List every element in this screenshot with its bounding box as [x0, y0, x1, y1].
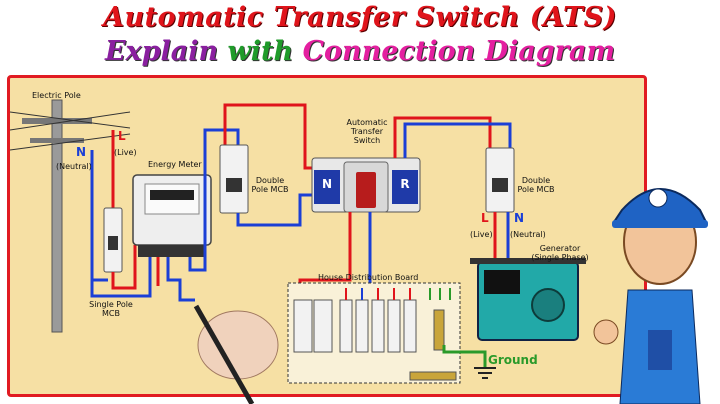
- title-explain: Explain: [104, 36, 219, 67]
- label-ats-n: N: [321, 177, 333, 191]
- double-pole-mcb-left: [219, 144, 249, 214]
- ground-wire: [442, 345, 487, 368]
- title-with: with: [227, 36, 294, 67]
- label-neutral-text: (Neutral): [56, 162, 92, 171]
- label-house-board: House Distribution Board: [318, 273, 419, 282]
- electric-pole-icon: [9, 99, 131, 333]
- label-double-pole-mcb-right: Double Pole MCB: [517, 176, 555, 194]
- generator-icon: [470, 258, 586, 341]
- title-line-1: Automatic Transfer Switch (ATS): [103, 2, 617, 33]
- label-ground: Ground: [488, 353, 538, 367]
- house-distribution-board: [287, 282, 461, 384]
- label-live-text: (Live): [114, 148, 137, 157]
- single-pole-mcb: [103, 207, 123, 273]
- title-connection-diagram: Connection Diagram: [302, 36, 616, 67]
- double-pole-mcb-right: [485, 147, 515, 213]
- energy-meter: [132, 174, 212, 257]
- ats-device: [311, 157, 421, 213]
- label-generator: Generator (Single Phase): [531, 244, 589, 262]
- electrician-mascot-icon: [593, 188, 708, 404]
- hand-with-pen-icon: [193, 304, 279, 404]
- label-gen-neutral-text: (Neutral): [510, 230, 546, 239]
- label-gen-live-letter: L: [481, 211, 489, 225]
- label-live-letter: L: [118, 129, 126, 143]
- label-gen-neutral-letter: N: [514, 211, 525, 225]
- label-gen-live-text: (Live): [470, 230, 493, 239]
- label-electric-pole: Electric Pole: [32, 91, 81, 100]
- label-single-pole-mcb: Single Pole MCB: [89, 300, 133, 318]
- label-ats-r: R: [400, 177, 410, 191]
- label-energy-meter: Energy Meter: [148, 160, 202, 169]
- ground-icon: [474, 367, 496, 379]
- title-line-2: Explain with Connection Diagram: [0, 36, 720, 67]
- label-neutral-letter: N: [76, 145, 87, 159]
- label-ats: Automatic Transfer Switch: [346, 118, 388, 145]
- label-double-pole-mcb-left: Double Pole MCB: [251, 176, 289, 194]
